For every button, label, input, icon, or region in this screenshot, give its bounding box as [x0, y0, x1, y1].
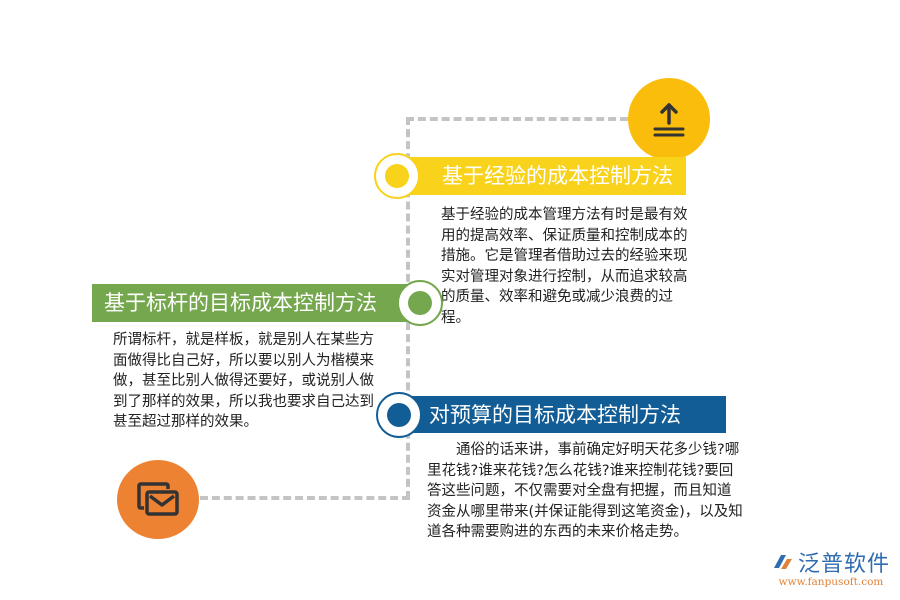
section-marker-budget — [376, 392, 422, 438]
section-title-experience: 基于经验的成本控制方法 — [396, 157, 686, 195]
section-title-benchmark: 基于标杆的目标成本控制方法 — [92, 284, 422, 322]
section-title-text: 对预算的目标成本控制方法 — [429, 403, 681, 427]
section-title-text: 基于标杆的目标成本控制方法 — [104, 291, 377, 315]
connector-bottom — [200, 496, 410, 500]
section-body-experience: 基于经验的成本管理方法有时是最有效用的提高效率、保证质量和控制成本的措施。它是管… — [441, 207, 688, 326]
brand-logo: 泛普软件 www.fanpusoft.com — [772, 546, 890, 588]
connector-top — [406, 117, 628, 121]
upload-icon — [653, 103, 685, 137]
section-body-benchmark: 所谓标杆，就是样板，就是别人在某些方面做得比自己好，所以要以别人为楷模来做，甚至… — [113, 332, 374, 430]
mail-icon — [137, 481, 179, 516]
upload-icon-circle — [628, 78, 710, 160]
logo-icon — [773, 555, 792, 569]
logo-url-text: www.fanpusoft.com — [778, 576, 884, 588]
section-marker-experience — [374, 153, 420, 199]
mail-icon-circle — [117, 460, 199, 539]
logo-name-text: 泛普软件 — [797, 552, 890, 577]
section-marker-benchmark — [397, 280, 443, 326]
section-title-budget: 对预算的目标成本控制方法 — [400, 396, 726, 433]
section-body-budget: 通俗的话来讲，事前确定好明天花多少钱?哪里花钱?谁来花钱?怎么花钱?谁来控制花钱… — [427, 442, 743, 540]
section-title-text: 基于经验的成本控制方法 — [442, 164, 673, 188]
